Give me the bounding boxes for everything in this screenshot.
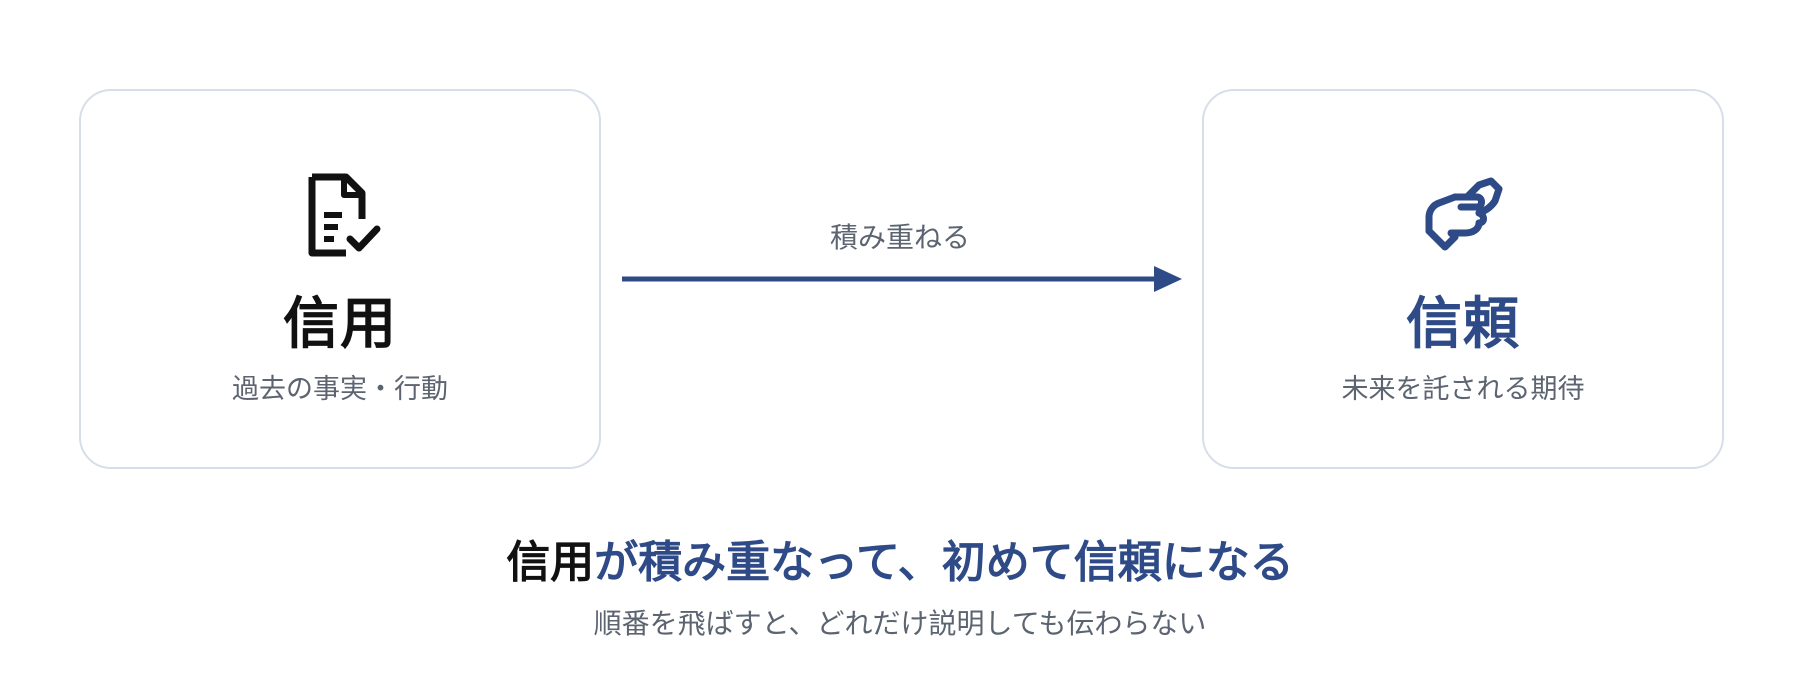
document-check-icon bbox=[308, 173, 381, 257]
credit-title: 信用 bbox=[283, 292, 397, 357]
trust-subtitle: 未来を託される期待 bbox=[1341, 374, 1585, 405]
arrow-label: 積み重ねる bbox=[829, 221, 970, 254]
trust-title: 信頼 bbox=[1406, 292, 1520, 357]
headline-rest: が積み重なって、初めて信頼になる bbox=[594, 537, 1294, 588]
credit-subtitle: 過去の事実・行動 bbox=[232, 374, 448, 405]
headline-emphasis: 信用 bbox=[506, 537, 595, 588]
handshake-icon bbox=[1425, 177, 1503, 251]
headline: 信用が積み重なって、初めて信頼になる bbox=[0, 533, 1800, 593]
credit-card: 信用 過去の事実・行動 bbox=[79, 89, 601, 469]
trust-card: 信頼 未来を託される期待 bbox=[1202, 89, 1724, 469]
right-arrow-icon bbox=[622, 266, 1182, 292]
subline: 順番を飛ばすと、どれだけ説明しても伝わらない bbox=[593, 607, 1207, 640]
